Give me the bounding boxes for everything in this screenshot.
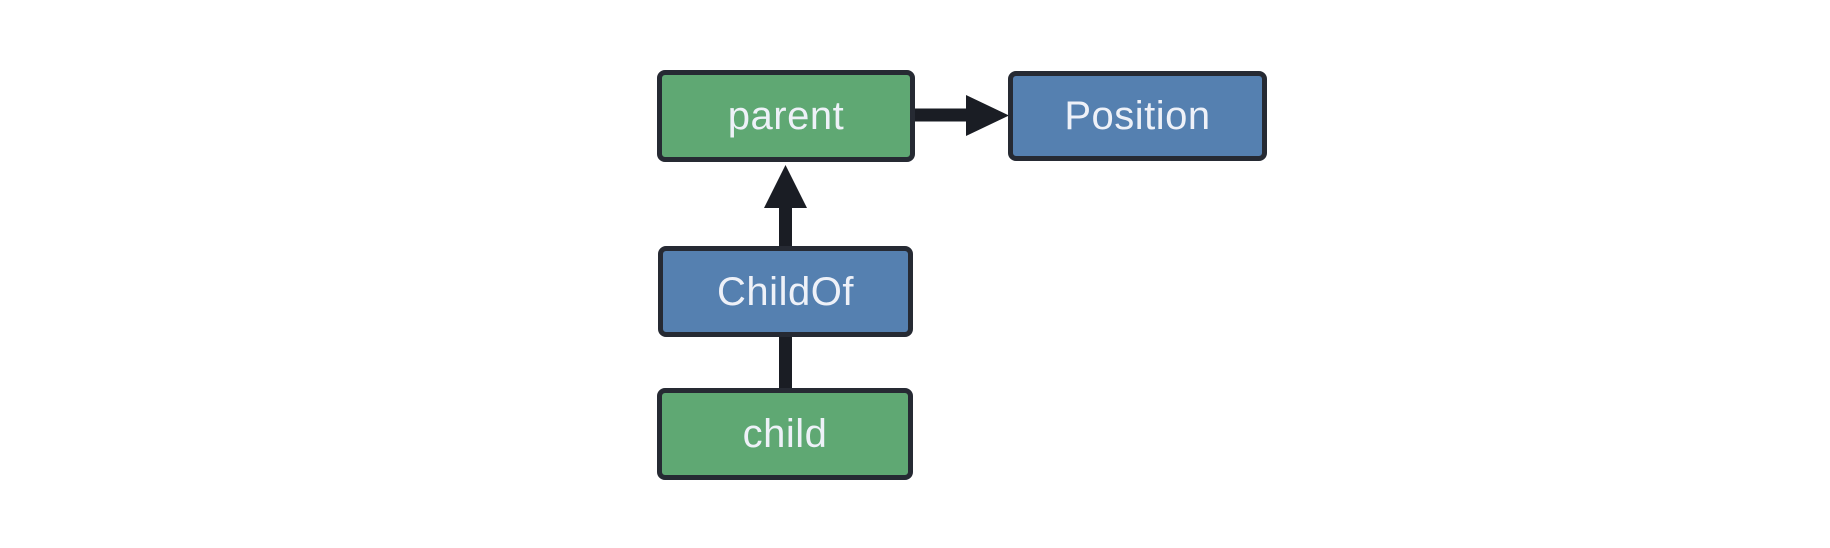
node-position: Position <box>1008 71 1267 161</box>
arrowhead-right-icon <box>966 95 1009 136</box>
node-position-label: Position <box>1064 94 1211 138</box>
edge-childof-to-parent <box>764 165 807 247</box>
node-child-label: child <box>742 412 828 456</box>
node-parent-label: parent <box>727 94 845 138</box>
node-childof-label: ChildOf <box>717 269 854 314</box>
node-childof: ChildOf <box>658 246 913 337</box>
node-parent: parent <box>657 70 915 162</box>
arrowhead-up-icon <box>764 165 807 208</box>
node-child: child <box>657 388 913 480</box>
edge-parent-to-position <box>915 95 1009 136</box>
